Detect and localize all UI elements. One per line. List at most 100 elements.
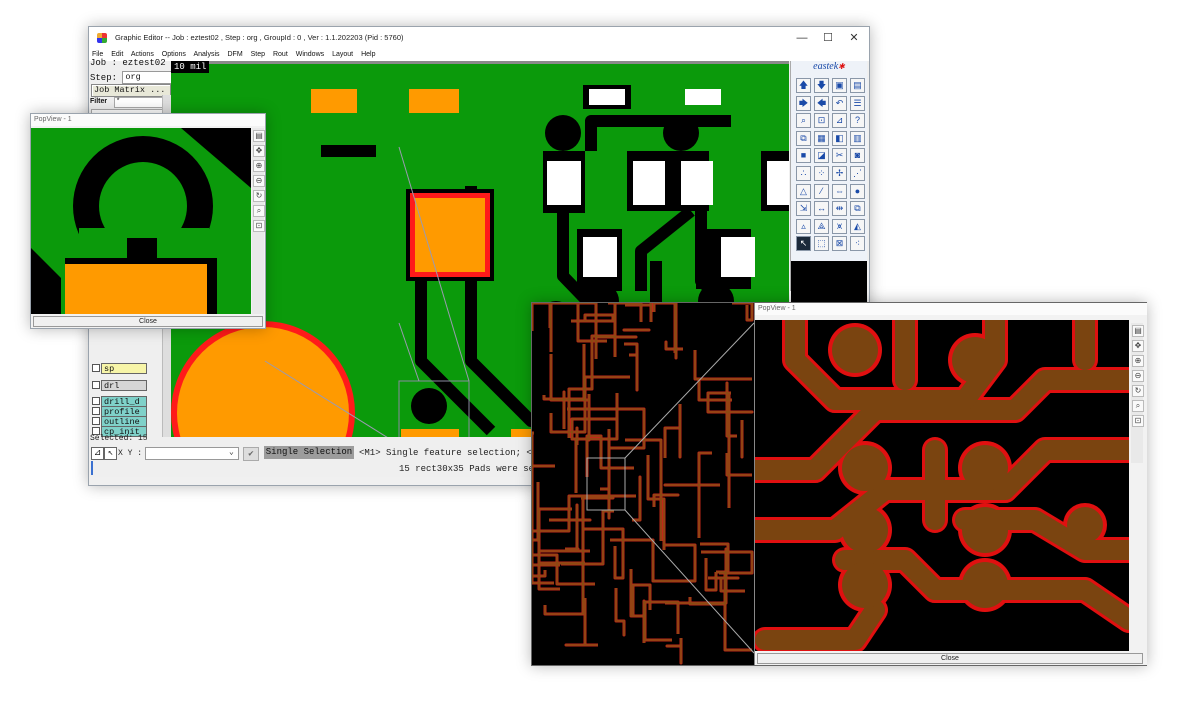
close-button[interactable]: ✕: [849, 32, 859, 44]
connect-icon[interactable]: ⋰: [850, 166, 865, 181]
add-pad-icon[interactable]: ∴: [796, 166, 811, 181]
popview-dark-canvas[interactable]: [755, 320, 1129, 651]
align-icon[interactable]: ☰: [850, 95, 865, 111]
triangle-icon[interactable]: △: [796, 183, 811, 199]
popview-dark-zoom-in-icon[interactable]: ⊕: [1132, 355, 1144, 367]
split-icon[interactable]: ◧: [832, 130, 847, 146]
selection-mode[interactable]: Single Selection: [264, 446, 354, 459]
undo-icon[interactable]: ↶: [832, 95, 847, 111]
popview-fit-icon[interactable]: ⊡: [253, 220, 265, 232]
measure-icon[interactable]: ⊿: [832, 113, 847, 129]
cut-icon[interactable]: ✂: [832, 148, 847, 164]
transform-icon[interactable]: ⧉: [850, 201, 865, 217]
job-matrix-button[interactable]: Job Matrix ...: [91, 84, 171, 97]
popview-zoom-in-icon[interactable]: ⊕: [253, 160, 265, 172]
resize-icon[interactable]: ⇹: [832, 201, 847, 217]
stretch-icon[interactable]: ↔: [814, 201, 829, 217]
scatter-icon[interactable]: ⁖: [850, 236, 865, 252]
box-select-icon[interactable]: ⬚: [814, 236, 829, 252]
popview-dark-pan-icon[interactable]: ✥: [1132, 340, 1144, 352]
arrow-up-icon[interactable]: 🡅: [796, 78, 811, 93]
menu-analysis[interactable]: Analysis: [193, 51, 220, 58]
popview-save-icon[interactable]: ▤: [253, 130, 265, 142]
help-icon[interactable]: ?: [850, 113, 865, 129]
popview-dark-zoom-out-icon[interactable]: ⊖: [1132, 370, 1144, 382]
zoom-region[interactable]: [398, 380, 470, 437]
confirm-check-icon[interactable]: ✔: [243, 447, 259, 461]
layer-checkbox[interactable]: [92, 381, 100, 389]
polygon-icon[interactable]: ⟁: [814, 218, 829, 234]
popview-dark-search-icon[interactable]: ⌕: [1132, 400, 1144, 412]
menu-dfm[interactable]: DFM: [227, 51, 243, 58]
menu-rout[interactable]: Rout: [272, 51, 288, 58]
xy-dropdown-icon[interactable]: ⌄: [229, 448, 234, 457]
filter-input[interactable]: *: [114, 97, 165, 108]
pad-icon[interactable]: ●: [850, 183, 865, 199]
layer-drl[interactable]: drl: [91, 380, 155, 391]
contour-icon[interactable]: ◪: [814, 148, 829, 164]
overview-trace: [664, 404, 681, 458]
select-icon[interactable]: ↖: [796, 236, 811, 252]
maximize-button[interactable]: ☐: [823, 32, 833, 44]
pivot-icon[interactable]: ✢: [832, 166, 847, 181]
menu-help[interactable]: Help: [361, 51, 376, 58]
layer-checkbox[interactable]: [92, 364, 100, 372]
menu-layout[interactable]: Layout: [332, 51, 354, 58]
panel-icon[interactable]: ▤: [850, 78, 865, 93]
arrow-right-icon[interactable]: 🡆: [796, 95, 811, 111]
menu-edit[interactable]: Edit: [111, 51, 124, 58]
popview-close-button[interactable]: Close: [33, 316, 263, 327]
popview-zoom-out-icon[interactable]: ⊖: [253, 175, 265, 187]
popview-title[interactable]: PopView - 1: [31, 114, 265, 126]
menu-options[interactable]: Options: [161, 51, 186, 58]
snap-icon[interactable]: ◙: [850, 148, 865, 164]
popview-dark-close-button[interactable]: Close: [757, 653, 1143, 664]
grid-icon[interactable]: ▦: [814, 130, 829, 146]
pointer-icon[interactable]: ↖: [104, 447, 117, 460]
layer-sp[interactable]: sp: [91, 363, 155, 374]
arc-icon[interactable]: ◭: [850, 218, 865, 234]
arrow-left-icon[interactable]: 🡄: [814, 95, 829, 111]
popview-dark-rotate-icon[interactable]: ↻: [1132, 385, 1144, 397]
layer-checkbox[interactable]: [92, 397, 100, 405]
node-icon[interactable]: ⁘: [814, 166, 829, 181]
hole: [721, 237, 755, 277]
draw-line-icon[interactable]: ⁄: [814, 183, 829, 199]
xy-input[interactable]: [145, 447, 239, 460]
overview-trace: [660, 544, 696, 582]
popview-pan-icon[interactable]: ✥: [253, 145, 265, 157]
layer-outline[interactable]: outline: [91, 416, 155, 427]
move-icon[interactable]: ⇲: [796, 201, 811, 217]
triangle-outline-icon[interactable]: ▵: [796, 218, 811, 234]
layer-checkbox[interactable]: [92, 417, 100, 425]
layer-drill-d[interactable]: drill_d: [91, 396, 155, 407]
measure-icon[interactable]: ⊿: [91, 447, 104, 460]
overview-trace: [586, 435, 634, 477]
dark-overview-canvas[interactable]: [532, 303, 754, 665]
mirror-icon[interactable]: ⇔: [832, 183, 847, 199]
menu-file[interactable]: File: [92, 51, 104, 58]
layer-checkbox[interactable]: [92, 407, 100, 415]
popview-dark-title[interactable]: PopView - 1: [755, 303, 1147, 315]
popview-rotate-icon[interactable]: ↻: [253, 190, 265, 202]
table-icon[interactable]: ▥: [850, 130, 865, 146]
popview-canvas[interactable]: [31, 128, 251, 314]
menu-step[interactable]: Step: [250, 51, 266, 58]
minimize-button[interactable]: —: [796, 32, 808, 44]
title-bar[interactable]: Graphic Editor -- Job : eztest02 , Step …: [89, 27, 869, 49]
copy-icon[interactable]: ⧉: [796, 130, 811, 146]
zoom-area-icon[interactable]: ⊡: [814, 113, 829, 129]
layer-view-icon[interactable]: ▣: [832, 78, 847, 93]
arrow-down-icon[interactable]: 🡇: [814, 78, 829, 93]
layer-profile[interactable]: profile: [91, 406, 155, 417]
popview-dark-save-icon[interactable]: ▤: [1132, 325, 1144, 337]
popview-dark-fit-icon[interactable]: ⊡: [1132, 415, 1144, 427]
cross-select-icon[interactable]: ⊠: [832, 236, 847, 252]
popview-search-icon[interactable]: ⌕: [253, 205, 265, 217]
menu-actions[interactable]: Actions: [130, 51, 154, 58]
arch-icon[interactable]: ⩙: [832, 218, 847, 234]
menu-windows[interactable]: Windows: [295, 51, 325, 58]
zoom-fit-icon[interactable]: ⌕: [796, 113, 811, 129]
layer-checkbox[interactable]: [92, 427, 100, 435]
fill-icon[interactable]: ■: [796, 148, 811, 164]
